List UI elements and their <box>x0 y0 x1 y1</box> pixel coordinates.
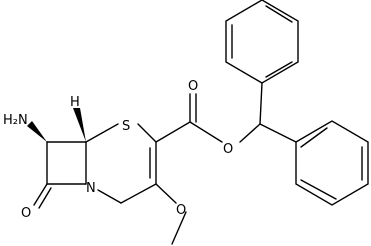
bond-ch-phenyl-upper <box>259 82 263 125</box>
phenyl-ring-upper <box>225 0 299 84</box>
phenyl-ring-lower <box>295 120 369 206</box>
thiazine-ring <box>85 123 157 204</box>
lactam-oxygen-label: O <box>21 206 31 221</box>
amine-label: H₂N <box>3 113 28 128</box>
wedge-bond-c6-hydrogen <box>73 108 86 142</box>
sulfur-label: S <box>122 119 130 134</box>
nitrogen-label: N <box>86 181 96 196</box>
carbonyl-oxygen-label: O <box>188 79 198 94</box>
hydrogen-label: H <box>70 95 80 110</box>
lactam-carbonyl-double-bond <box>33 183 52 209</box>
wedge-bond-c7-amine <box>27 121 47 142</box>
ester-oxygen-label: O <box>223 142 233 157</box>
ester-carboxyl-group <box>155 93 261 143</box>
bond-ch-phenyl-lower <box>259 123 297 143</box>
methoxy-group <box>155 183 187 245</box>
methoxy-oxygen-label: O <box>176 203 186 218</box>
beta-lactam-ring <box>46 141 87 185</box>
